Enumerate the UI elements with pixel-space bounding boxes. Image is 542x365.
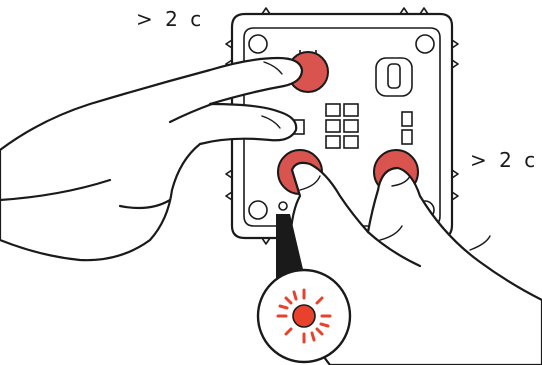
hold-time-label-left: > 2 c	[136, 7, 204, 31]
hold-time-label-right: > 2 c	[470, 148, 538, 172]
hand-left-icon	[0, 58, 302, 260]
blinking-led-indicator-icon	[258, 270, 350, 362]
